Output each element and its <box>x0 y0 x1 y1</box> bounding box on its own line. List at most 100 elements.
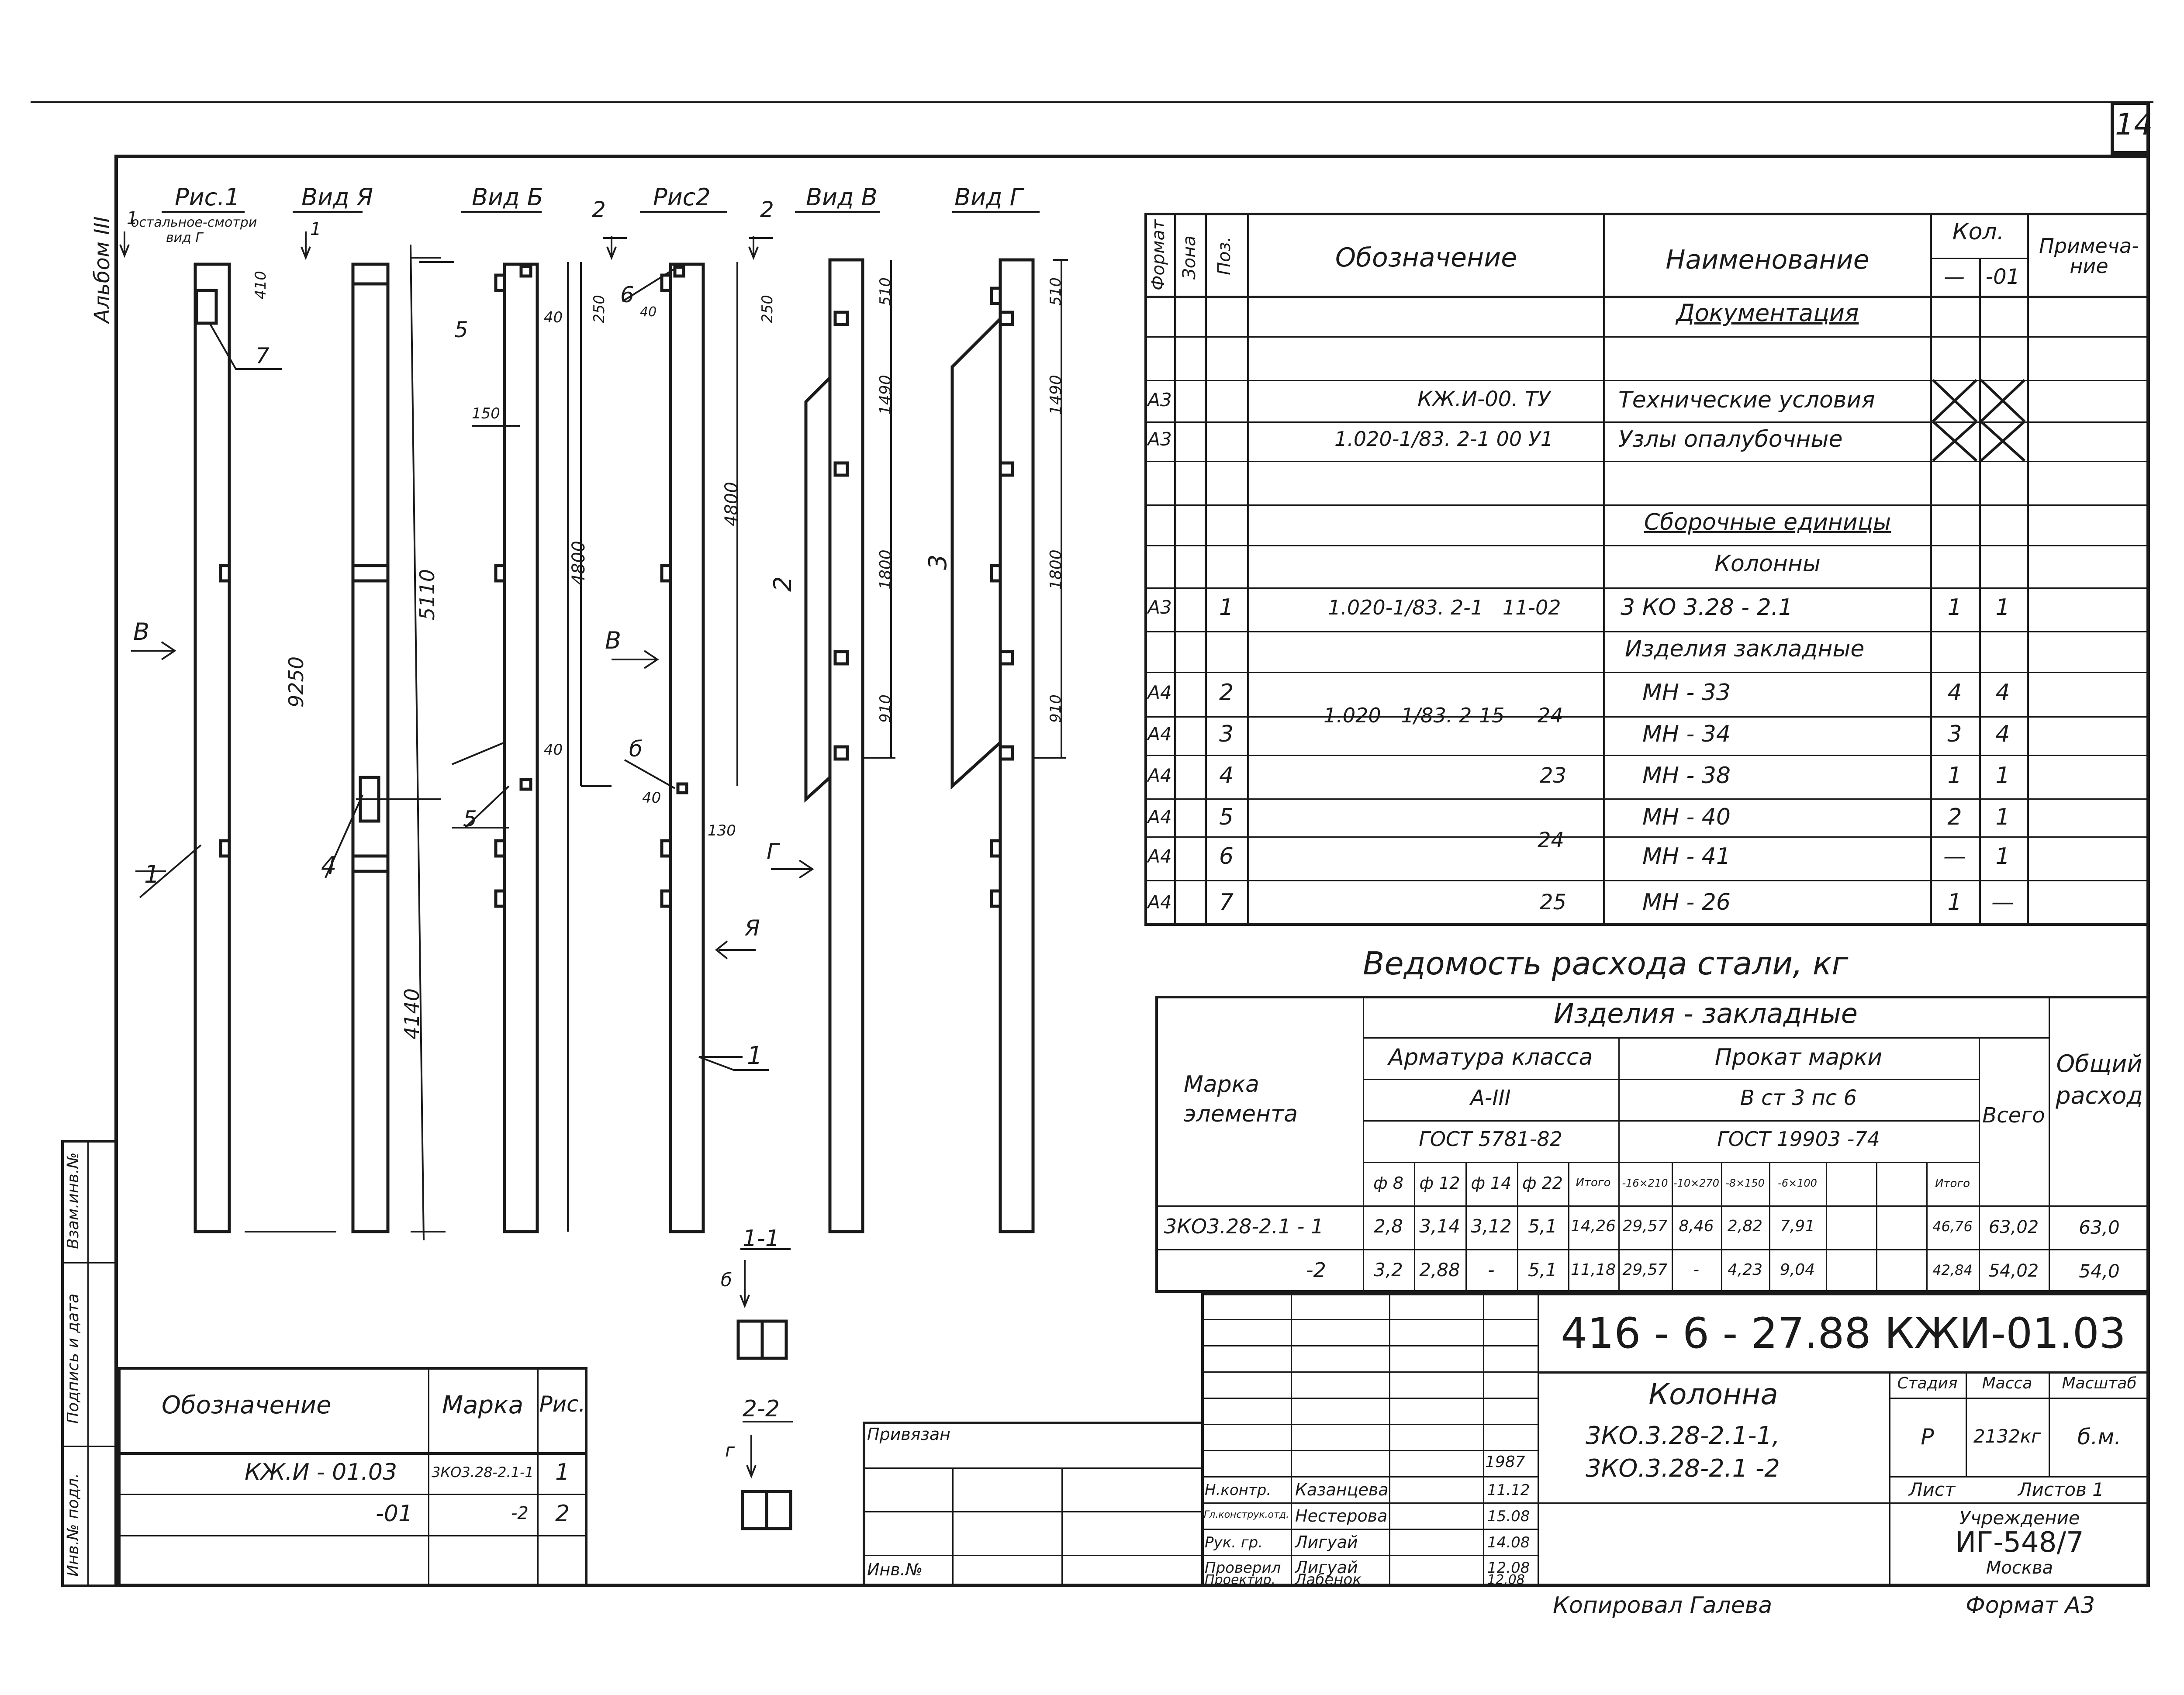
pos-label-1b: 1 <box>747 1042 763 1070</box>
spec-row-line <box>1144 672 2150 673</box>
tb-col <box>1389 1293 1390 1587</box>
tb-name-2: Лигуай <box>1295 1533 1358 1552</box>
steel-row-1-v5: 29,57 <box>1622 1261 1668 1279</box>
steel-row-1-v6: - <box>1693 1261 1699 1279</box>
spec-row-7-q1: 1 <box>1947 594 1962 621</box>
ref-row-0-designation: КЖ.И - 01.03 <box>245 1459 397 1485</box>
tb-role-4: Проектир. <box>1205 1572 1276 1588</box>
spec-h-pos: Поз. <box>1214 236 1234 275</box>
dim-4140: 4140 <box>400 988 424 1039</box>
tb-row <box>1201 1424 1538 1425</box>
section-mark-1: 1 <box>127 208 138 228</box>
dim-250: 250 <box>591 295 608 323</box>
steel-table-title: Ведомость расхода стали, кг <box>1363 945 1849 982</box>
tb-name-line2: 3КО.3.28-2.1 -2 <box>1586 1454 1780 1483</box>
tb-org: ИГ-548/7 <box>1955 1526 2084 1559</box>
tb-row <box>1201 1398 1538 1399</box>
steel-sub-6: -10×270 <box>1673 1177 1720 1189</box>
tb-name-4: Лабенок <box>1295 1571 1362 1588</box>
arrow-label-v2: В <box>605 627 622 654</box>
spec-row-line <box>1144 880 2150 881</box>
steel-sub-5: -16×210 <box>1622 1177 1668 1189</box>
spec-row-7-designation: 1.020-1/83. 2-1 11-02 <box>1328 596 1561 619</box>
steel-row-1-mark: -2 <box>1306 1258 1326 1282</box>
tb-col <box>1538 1293 1539 1587</box>
steel-col-mark: Марка элемента <box>1184 1071 1298 1127</box>
spec-row-line <box>1144 461 2150 462</box>
section-1-1: 1-1 <box>743 1226 780 1252</box>
spec-row-line <box>1144 380 2150 381</box>
dim-4800b: 4800 <box>722 482 742 526</box>
side-stamp-div <box>87 1140 89 1587</box>
dim-5110: 5110 <box>415 569 439 620</box>
spec-row-line <box>1144 755 2150 756</box>
spec-row-11-q2: 1 <box>1995 763 2010 789</box>
tb-row <box>1538 1502 1889 1504</box>
spec-row-line <box>1930 258 2027 259</box>
ref-col-line <box>428 1367 429 1587</box>
spec-row-13-q1: — <box>1943 843 1966 870</box>
tb-year: 1987 <box>1485 1453 1525 1471</box>
tb-col <box>1889 1371 1890 1587</box>
label-view-g: Вид Г <box>954 183 1023 211</box>
steel-row-line <box>1363 1079 1979 1080</box>
steel-row-0-mark: 3КО3.28-2.1 - 1 <box>1164 1215 1324 1238</box>
spec-row-14-pos: 7 <box>1219 889 1234 915</box>
tb-row <box>1201 1450 1538 1451</box>
spec-row-13-q2: 1 <box>1995 843 2010 870</box>
steel-row-0-v4: 14,26 <box>1570 1217 1616 1235</box>
steel-row-1-v8: 9,04 <box>1780 1261 1815 1279</box>
arrow-label-g: Г <box>767 839 779 864</box>
spec-row-12-q2: 1 <box>1995 804 2010 830</box>
tb-row <box>1889 1398 2150 1399</box>
tb-mass: 2132кг <box>1973 1426 2041 1447</box>
sheet-number-box <box>2111 101 2150 155</box>
steel-total: Всего <box>1982 1103 2045 1128</box>
spec-row-10-q2: 4 <box>1995 721 2010 747</box>
label-fig2: Рис2 <box>653 183 711 211</box>
spec-row-14-q2: — <box>1991 889 2014 915</box>
spec-row-9-q2: 4 <box>1995 680 2010 706</box>
spec-row-8-name: Изделия закладные <box>1625 636 1865 662</box>
tb-col <box>2049 1371 2050 1476</box>
tb-mass-h: Масса <box>1982 1374 2032 1392</box>
spec-row-7-format: А3 <box>1147 597 1172 618</box>
steel-overall: Общий расход <box>2056 1050 2143 1109</box>
steel-sub-3: ф 22 <box>1522 1174 1563 1193</box>
steel-subcol <box>1414 1162 1415 1293</box>
steel-row-0-v2: 3,12 <box>1471 1215 1512 1237</box>
spec-row-12-q1: 2 <box>1947 804 1962 830</box>
dim-40d: 40 <box>642 789 661 807</box>
tb-role-2: Рук. гр. <box>1205 1534 1263 1551</box>
side-stamp <box>61 1140 118 1587</box>
ref-row-1-designation: -01 <box>376 1501 413 1527</box>
tb-row <box>1201 1476 1538 1478</box>
spec-row-9-format: А4 <box>1147 682 1172 703</box>
spec-row-11-q1: 1 <box>1947 763 1962 789</box>
steel-subcol <box>1926 1162 1928 1293</box>
steel-col-line <box>1979 1037 1980 1293</box>
tb-row <box>1201 1345 1538 1346</box>
tb-role-1: Гл.конструк.отд. <box>1204 1509 1289 1520</box>
spec-col-line <box>1205 213 1207 926</box>
tb-sheet-h: Лист <box>1909 1479 1956 1500</box>
spec-row-0-name: Документация <box>1676 299 1859 327</box>
spec-row-7-name: 3 КО 3.28 - 2.1 <box>1621 594 1793 621</box>
ref-row-line <box>118 1494 587 1495</box>
dim-1800b: 1800 <box>1047 549 1065 590</box>
steel-armature-gost: ГОСТ 5781-82 <box>1419 1127 1562 1151</box>
section-2-2: 2-2 <box>743 1396 780 1422</box>
steel-group-header: Изделия - закладные <box>1554 998 1858 1029</box>
spec-row-10-q1: 3 <box>1947 721 1962 747</box>
tb-scale-h: Масштаб <box>2062 1374 2137 1392</box>
steel-subcol <box>1721 1162 1722 1293</box>
spec-h-format: Формат <box>1148 219 1168 290</box>
ref-row-1-fig: 2 <box>555 1501 570 1527</box>
label-view-a: Вид Я <box>301 183 373 211</box>
spec-row-line <box>1144 798 2150 800</box>
bind-line <box>863 1555 1204 1556</box>
ref-row-1-mark: -2 <box>511 1503 529 1523</box>
tb-col <box>1291 1293 1292 1587</box>
steel-rolled-gost: ГОСТ 19903 -74 <box>1717 1127 1880 1151</box>
steel-row-1-v3: 5,1 <box>1528 1259 1557 1281</box>
